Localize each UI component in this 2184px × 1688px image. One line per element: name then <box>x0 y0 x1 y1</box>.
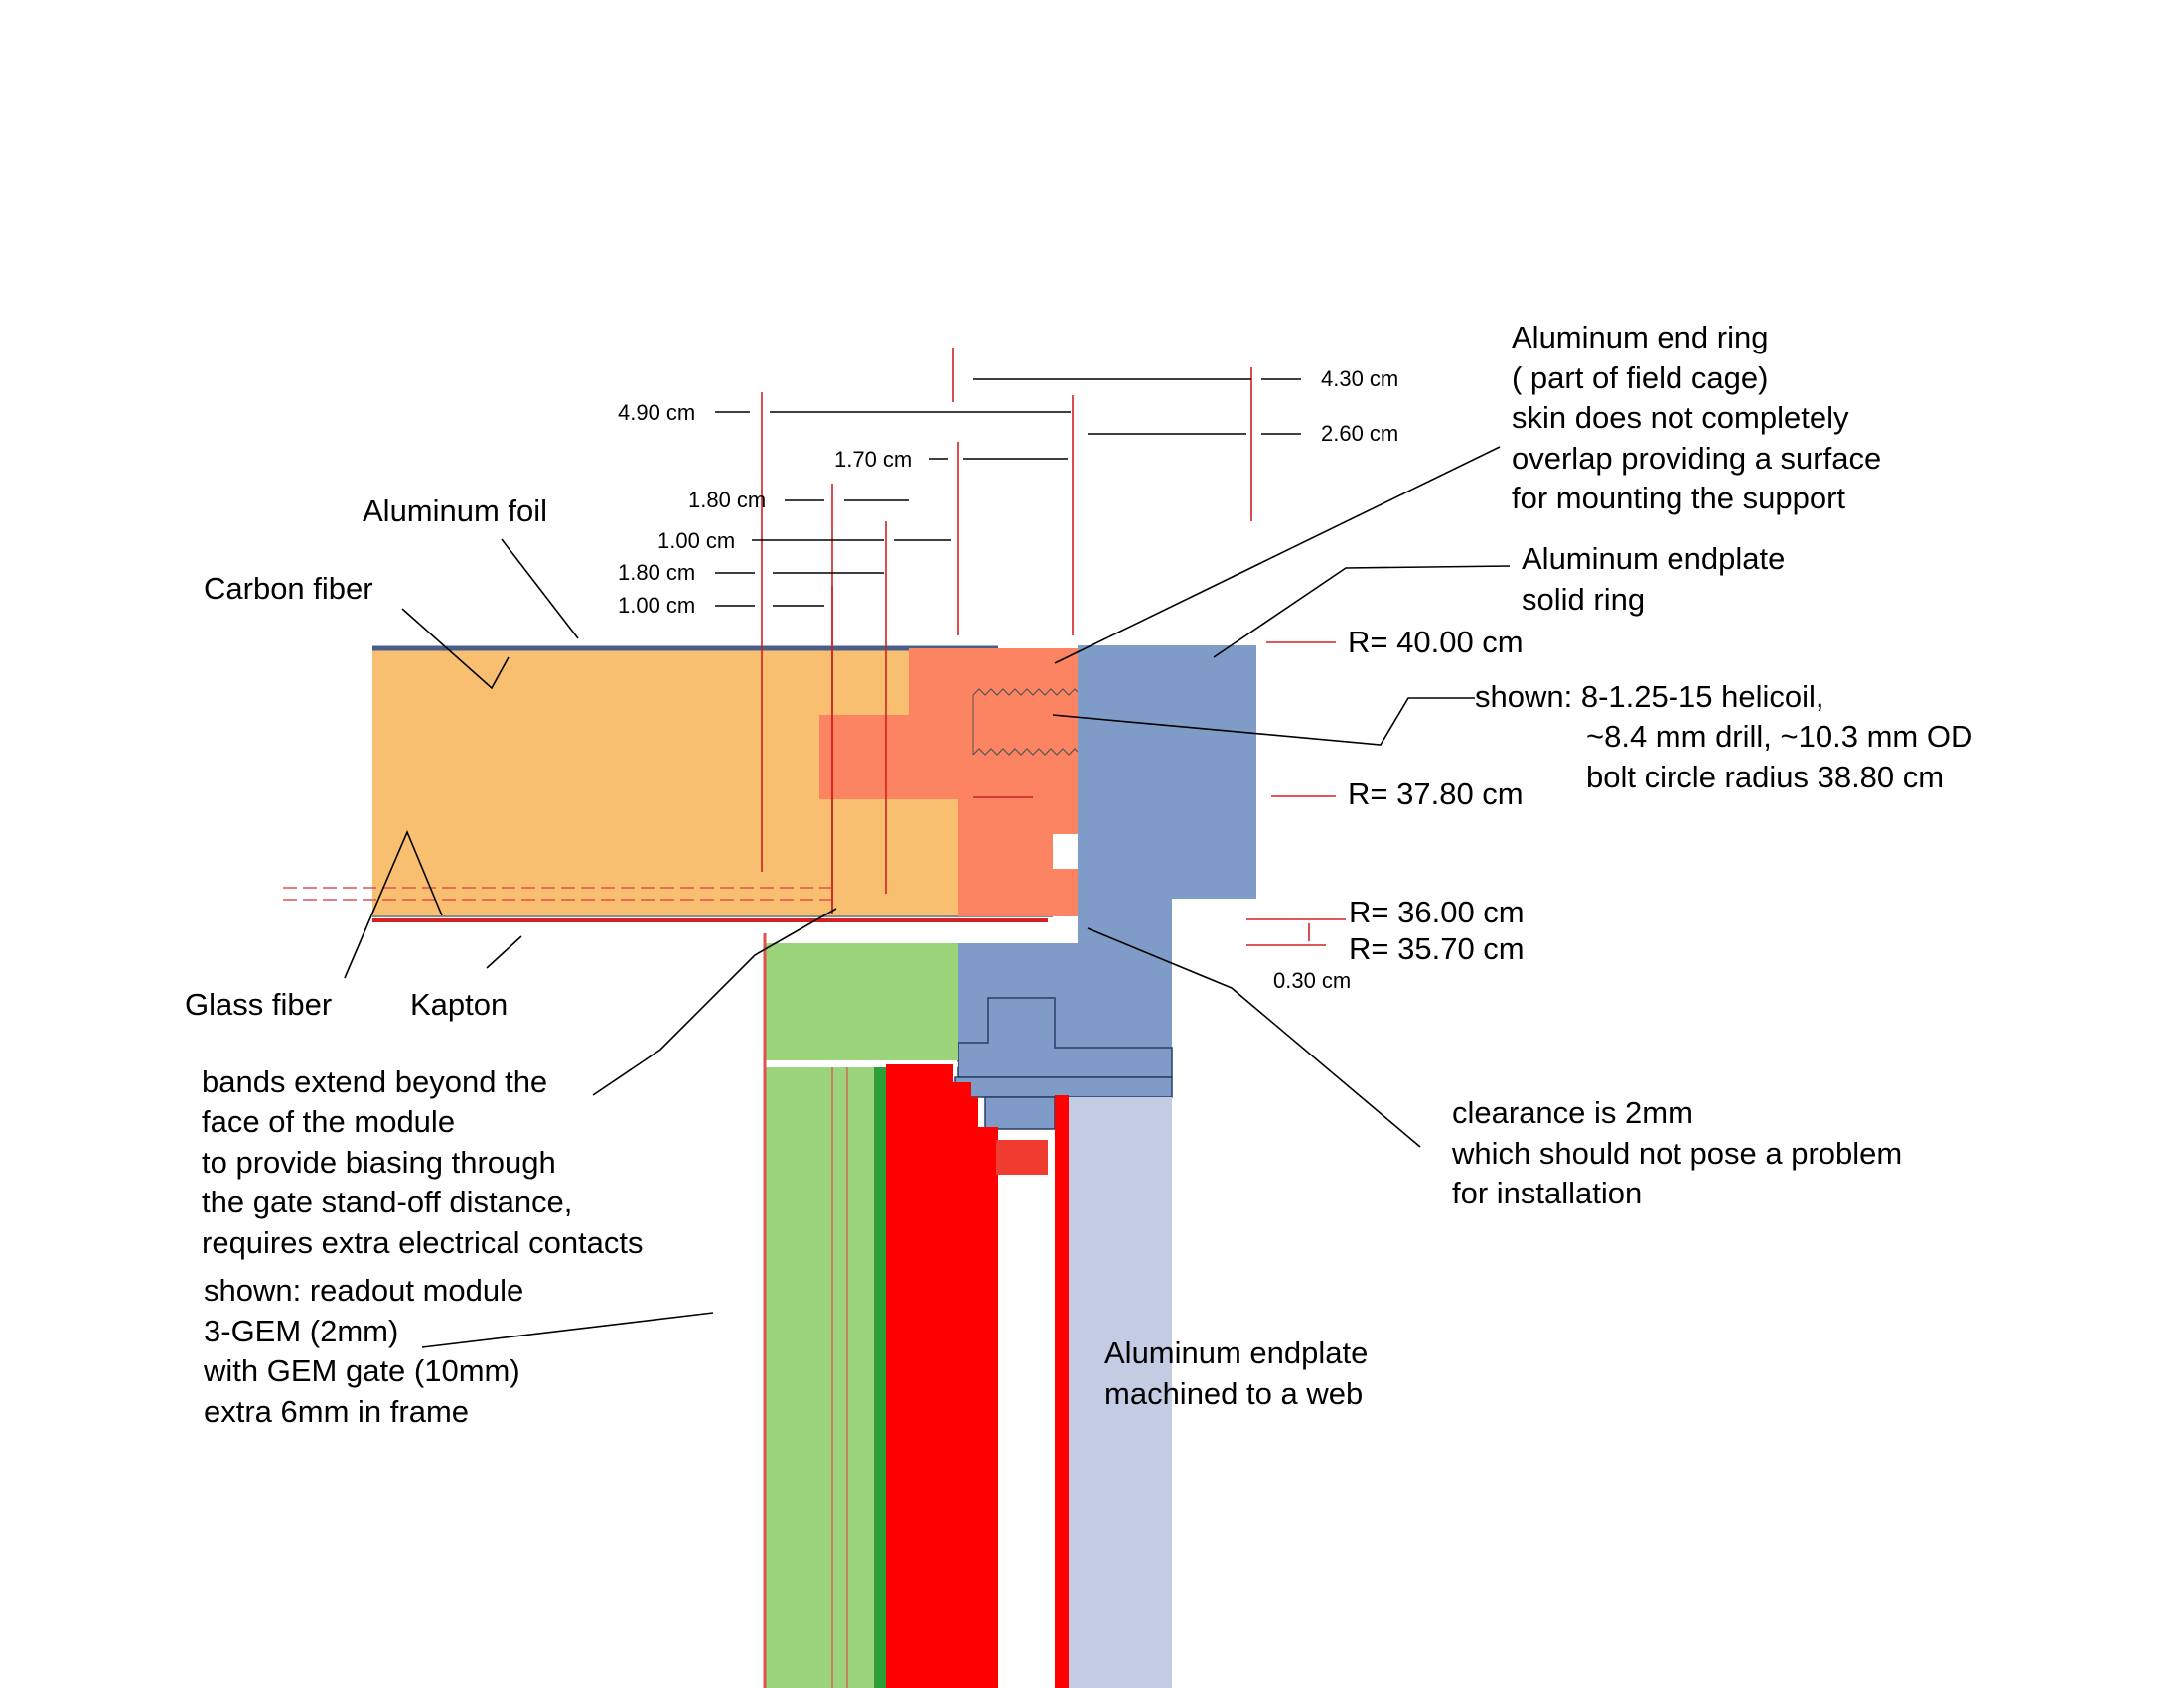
note-aluminum-end-ring: Aluminum end ring ( part of field cage) … <box>1512 320 1881 515</box>
gem-gate-block <box>996 1140 1048 1175</box>
svg-text:~8.4 mm drill, ~10.3 mm OD: ~8.4 mm drill, ~10.3 mm OD <box>1586 719 1972 754</box>
svg-text:shown: 8-1.25-15 helicoil,: shown: 8-1.25-15 helicoil, <box>1475 679 1824 714</box>
readout-frame-lower <box>765 1067 874 1688</box>
svg-text:Aluminum endplate: Aluminum endplate <box>1522 541 1785 576</box>
svg-text:bands extend beyond the: bands extend beyond the <box>202 1064 547 1099</box>
svg-text:solid ring: solid ring <box>1522 582 1645 617</box>
dim-1-00-top: 1.00 cm <box>657 528 735 553</box>
label-kapton: Kapton <box>410 987 508 1022</box>
svg-text:for installation: for installation <box>1452 1176 1642 1210</box>
dim-1-70: 1.70 cm <box>834 447 912 472</box>
note-aluminum-endplate-ring: Aluminum endplate solid ring <box>1522 541 1785 617</box>
svg-text:with GEM gate (10mm): with GEM gate (10mm) <box>203 1353 520 1388</box>
radius-37-80: R= 37.80 cm <box>1348 776 1524 811</box>
svg-text:bolt circle radius 38.80 cm: bolt circle radius 38.80 cm <box>1586 760 1944 794</box>
svg-text:overlap providing a surface: overlap providing a surface <box>1512 441 1881 476</box>
dimension-markers <box>761 348 1346 946</box>
svg-text:shown: readout module: shown: readout module <box>204 1273 523 1308</box>
dim-0-30: 0.30 cm <box>1273 968 1351 993</box>
radius-35-70: R= 35.70 cm <box>1349 931 1525 966</box>
radius-36-00: R= 36.00 cm <box>1349 895 1525 929</box>
label-glass-fiber: Glass fiber <box>185 987 332 1022</box>
note-readout-module: shown: readout module 3-GEM (2mm) with G… <box>203 1273 523 1429</box>
gem-gate-strip <box>1055 1095 1069 1688</box>
gem-readout-module <box>886 1064 998 1688</box>
svg-text:to provide biasing through: to provide biasing through <box>202 1145 556 1180</box>
readout-frame-dark <box>874 1067 886 1688</box>
label-aluminum-foil: Aluminum foil <box>363 493 547 528</box>
dim-1-80-bottom: 1.80 cm <box>618 560 695 585</box>
svg-text:clearance is 2mm: clearance is 2mm <box>1452 1095 1693 1130</box>
note-endplate-web: Aluminum endplate machined to a web <box>1104 1336 1368 1411</box>
svg-text:for mounting the support: for mounting the support <box>1512 481 1845 515</box>
svg-text:face of the module: face of the module <box>202 1104 455 1139</box>
svg-text:the gate stand-off distance,: the gate stand-off distance, <box>202 1185 572 1219</box>
helicoil-icon <box>972 688 1079 757</box>
dimension-lines <box>715 378 1301 607</box>
dim-2-60: 2.60 cm <box>1321 421 1398 446</box>
dim-4-30: 4.30 cm <box>1321 366 1398 391</box>
dim-1-00-bottom: 1.00 cm <box>618 593 695 618</box>
radius-40-00: R= 40.00 cm <box>1348 625 1524 659</box>
svg-text:3-GEM (2mm): 3-GEM (2mm) <box>204 1314 398 1348</box>
svg-text:which should not pose a proble: which should not pose a problem <box>1451 1136 1902 1171</box>
dim-1-80-top: 1.80 cm <box>688 488 766 512</box>
endplate-web <box>1055 1097 1172 1688</box>
svg-text:requires extra electrical cont: requires extra electrical contacts <box>202 1225 644 1260</box>
svg-text:machined to a web: machined to a web <box>1104 1376 1363 1411</box>
note-clearance: clearance is 2mm which should not pose a… <box>1451 1095 1902 1210</box>
svg-text:skin does not completely: skin does not completely <box>1512 400 1849 435</box>
note-bands: bands extend beyond the face of the modu… <box>202 1064 644 1260</box>
svg-text:extra 6mm in frame: extra 6mm in frame <box>204 1394 469 1429</box>
dim-4-90: 4.90 cm <box>618 400 695 425</box>
leader-lines <box>344 446 1511 1348</box>
readout-frame-upper <box>765 943 958 1060</box>
svg-text:Aluminum endplate: Aluminum endplate <box>1104 1336 1368 1370</box>
svg-text:( part of field cage): ( part of field cage) <box>1512 360 1768 395</box>
clearance-hole <box>1053 834 1078 869</box>
note-helicoil: shown: 8-1.25-15 helicoil, ~8.4 mm drill… <box>1475 679 1972 794</box>
svg-text:Aluminum end ring: Aluminum end ring <box>1512 320 1768 354</box>
label-carbon-fiber: Carbon fiber <box>204 571 373 606</box>
